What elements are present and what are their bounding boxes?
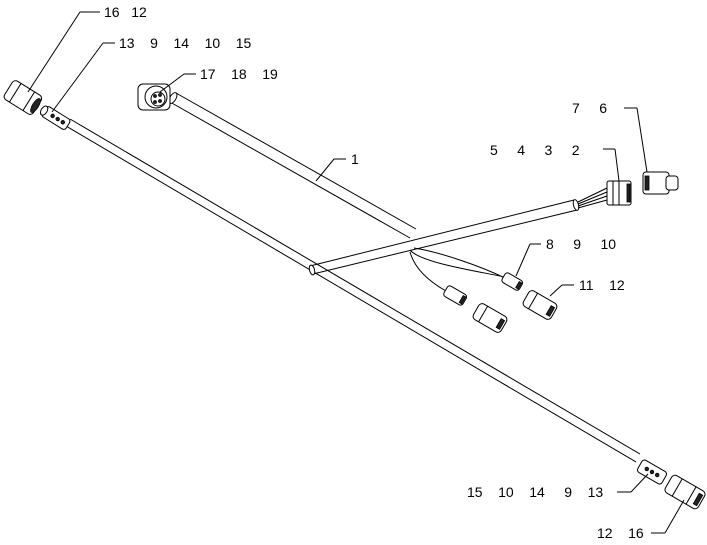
callout-panel-socket: 17 18 19 — [200, 66, 278, 82]
top-left-plug — [39, 105, 71, 130]
branch-wires — [409, 247, 506, 292]
callout-right-cap: 7 6 — [572, 100, 607, 116]
callout-branch-socket: 11 12 — [579, 277, 625, 293]
branch-socket-lower — [472, 303, 508, 333]
bottom-right-housing — [664, 474, 706, 510]
right-cap — [642, 171, 679, 195]
callout-main-cable: 1 — [351, 151, 359, 167]
bottom-right-plug — [636, 459, 668, 485]
long-cable — [65, 118, 641, 463]
callout-right-connector: 5 4 3 2 — [490, 142, 580, 158]
right-wires — [577, 187, 608, 209]
callout-bottom-right-housing: 12 16 — [597, 525, 644, 541]
top-left-connector-housing — [3, 80, 43, 115]
cross-cable — [308, 199, 580, 276]
callout-top-left-housing: 16 12 — [104, 4, 147, 20]
callout-branch-plug: 8 9 10 — [546, 236, 616, 252]
branch-plug-lower — [443, 285, 468, 306]
leader-lines — [27, 11, 685, 534]
callout-top-left-plug: 13 9 14 10 15 — [119, 35, 252, 51]
branch-plug-upper — [501, 272, 524, 291]
branch-socket-upper — [522, 290, 558, 320]
right-connector — [606, 180, 632, 206]
panel-cable — [168, 92, 417, 239]
callout-bottom-right-plug: 15 10 14 9 13 — [467, 484, 603, 500]
